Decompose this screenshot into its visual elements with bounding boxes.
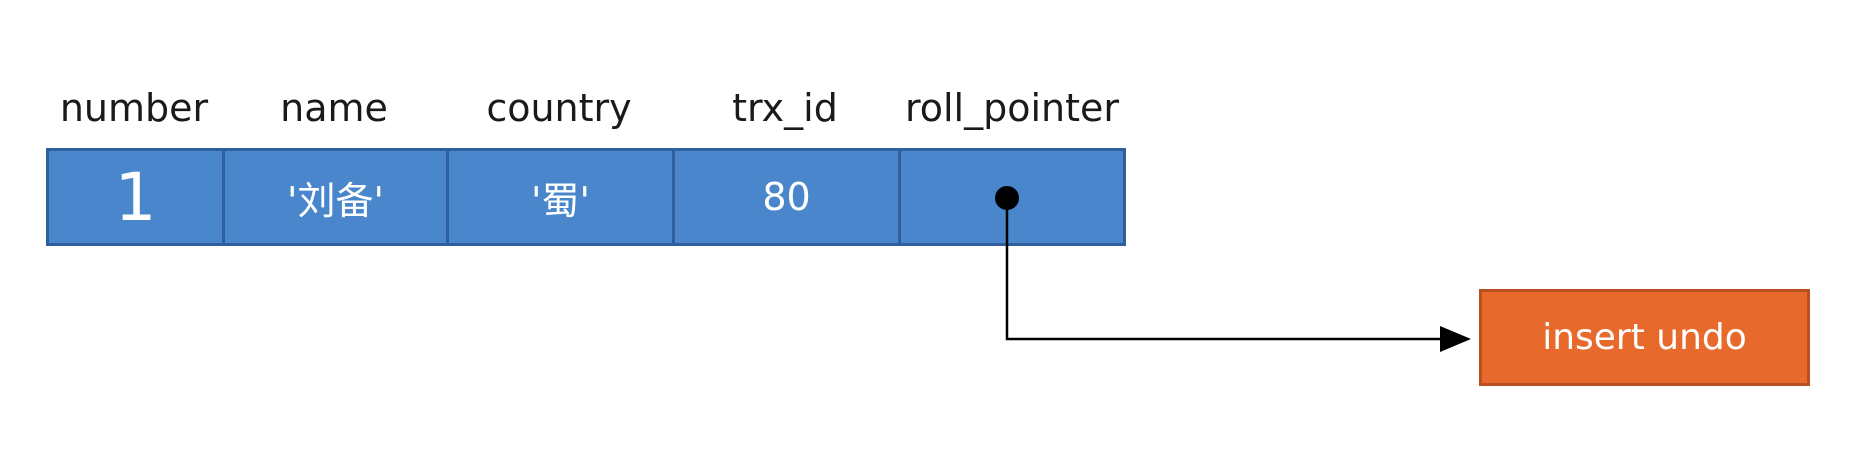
header-trx-id: trx_id — [732, 86, 838, 130]
cell-trx-id: 80 — [675, 151, 901, 243]
cell-number: 1 — [49, 151, 225, 243]
insert-undo-box: insert undo — [1479, 289, 1810, 386]
arrow-head-icon — [1440, 326, 1471, 352]
cell-country: '蜀' — [449, 151, 675, 243]
header-number: number — [59, 86, 209, 130]
cell-roll-pointer — [901, 151, 1123, 243]
header-roll-pointer: roll_pointer — [904, 86, 1120, 130]
cell-name: '刘备' — [225, 151, 449, 243]
record-row: 1 '刘备' '蜀' 80 — [46, 148, 1126, 246]
header-name: name — [280, 86, 388, 130]
header-country: country — [486, 86, 632, 130]
